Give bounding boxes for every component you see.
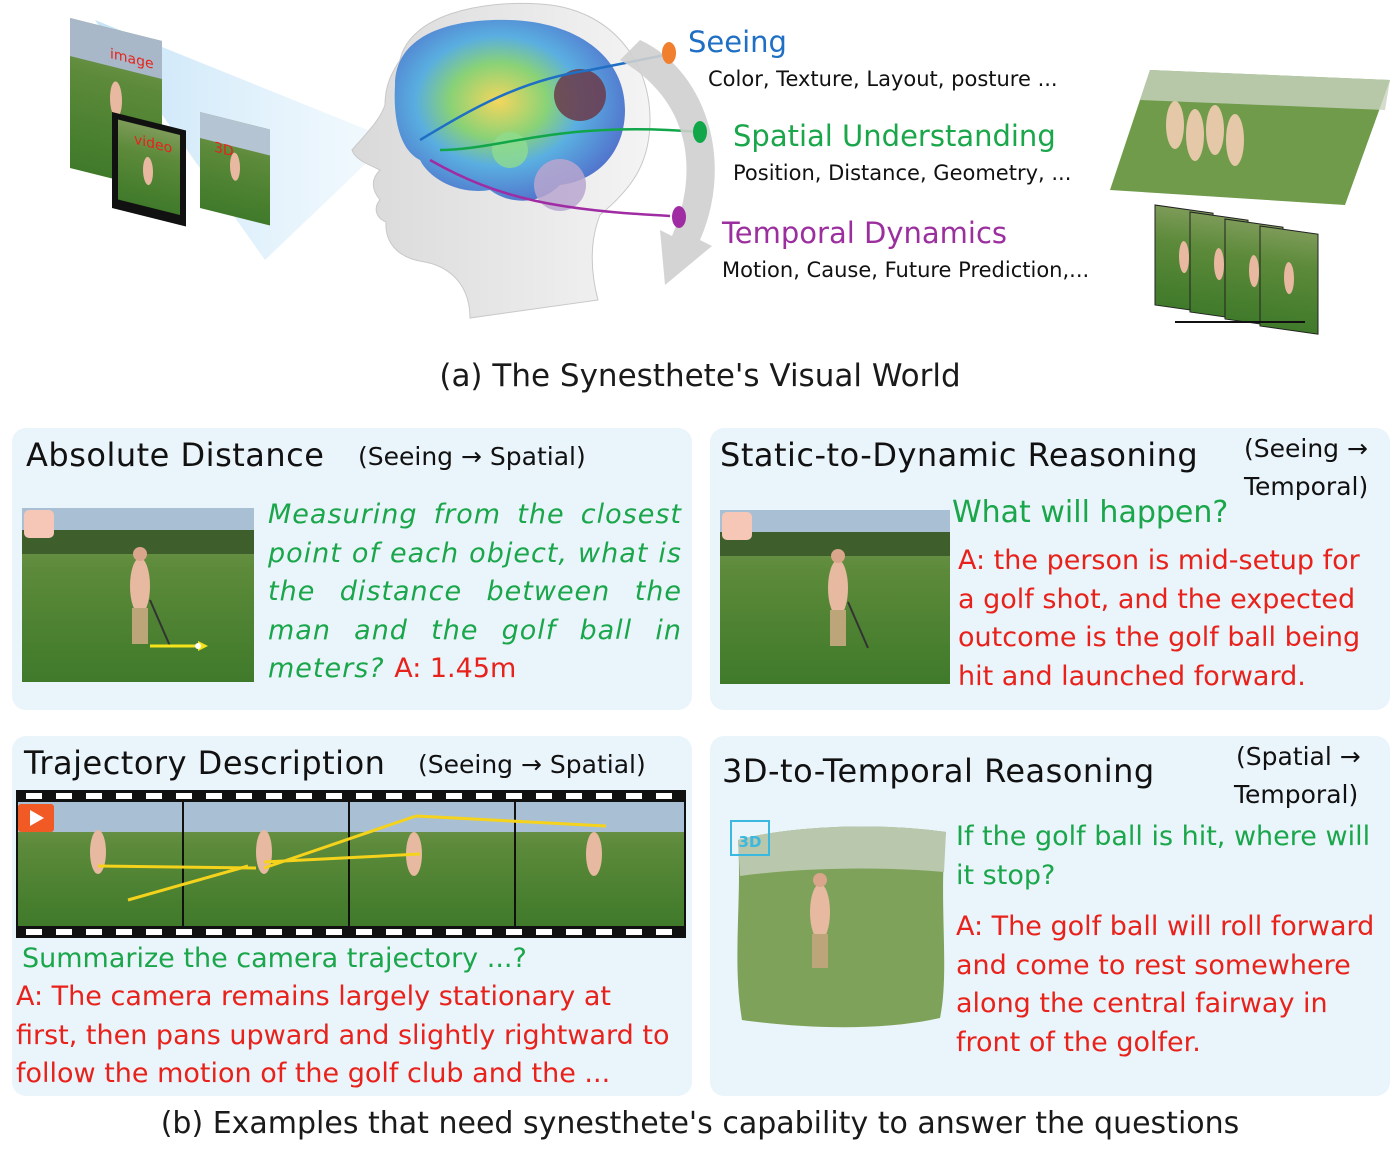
seeing-dot (662, 42, 676, 64)
input-3d-card: 3D (200, 112, 270, 226)
panel-tag-line1: (Seeing → (1244, 434, 1368, 463)
seeing-pathway (419, 53, 666, 142)
answer-text: A: The camera remains largely stationary… (16, 981, 670, 1089)
panel-tag-line2: Temporal) (1244, 472, 1369, 501)
figure-caption-a: (a) The Synesthete's Visual World (439, 358, 961, 394)
panel-tag-line1: (Spatial → (1236, 742, 1361, 771)
panel-title: Static-to-Dynamic Reasoning (720, 436, 1199, 474)
panel-tag: (Seeing → Spatial) (358, 442, 586, 471)
curved-arrow-icon (620, 40, 715, 285)
panel-title: Absolute Distance (26, 436, 325, 474)
golf-image-thumbnail (720, 510, 950, 684)
answer-text: A: 1.45m (394, 653, 517, 684)
panel-static-to-dynamic: Static-to-Dynamic Reasoning (Seeing → Te… (710, 428, 1390, 710)
temporal-dot (672, 206, 686, 228)
spatial-desc: Position, Distance, Geometry, ... (733, 161, 1071, 185)
question-text: If the golf ball is hit, where will it s… (956, 821, 1371, 891)
spatial-title: Spatial Understanding (733, 119, 1056, 153)
answer-text: A: the person is mid-setup for a golf sh… (958, 545, 1361, 692)
temporal-pathway (429, 158, 671, 218)
question-text: Summarize the camera trajectory ...? (22, 943, 527, 974)
panel-absolute-distance: Absolute Distance (Seeing → Spatial) Mea… (12, 428, 692, 710)
video-filmstrip (16, 790, 686, 938)
panel-tag-line2: Temporal) (1234, 780, 1359, 809)
input-video-card: video (112, 112, 186, 227)
panel-title: 3D-to-Temporal Reasoning (722, 752, 1155, 790)
3d-reconstruction-image (1110, 70, 1390, 205)
seeing-title: Seeing (688, 25, 787, 59)
panel-tag: (Seeing → Spatial) (418, 750, 646, 779)
brain-illustration (394, 19, 625, 201)
3d-badge-icon: 3D (730, 820, 770, 856)
figure-caption-b: (b) Examples that need synesthete's capa… (160, 1106, 1240, 1141)
panel-trajectory-description: Trajectory Description (Seeing → Spatial… (12, 736, 692, 1096)
seeing-desc: Color, Texture, Layout, posture ... (708, 67, 1058, 91)
temporal-title: Temporal Dynamics (721, 216, 1007, 250)
video-frames-stack (1154, 204, 1319, 335)
image-icon (722, 512, 752, 540)
temporal-desc: Motion, Cause, Future Prediction,... (722, 258, 1089, 282)
brain-node (492, 132, 528, 168)
question-text: Measuring from the closest point of each… (268, 499, 682, 684)
answer-text: A: The golf ball will roll forward and c… (956, 911, 1375, 1058)
panel-title: Trajectory Description (24, 744, 386, 782)
question-text: What will happen? (952, 495, 1229, 530)
3d-scene-thumbnail: 3D (728, 820, 950, 1032)
brain-node (554, 69, 606, 121)
3d-label: 3D (214, 140, 234, 161)
spatial-dot (693, 121, 707, 143)
golf-image-thumbnail (22, 508, 254, 682)
spatial-pathway (439, 127, 701, 152)
synesthete-visual-world-figure: image video 3D Seeing Color, Texture, La… (70, 2, 1390, 335)
image-icon (24, 510, 54, 538)
brain-node (534, 159, 586, 211)
panel-3d-to-temporal: 3D-to-Temporal Reasoning (Spatial → Temp… (710, 736, 1390, 1096)
